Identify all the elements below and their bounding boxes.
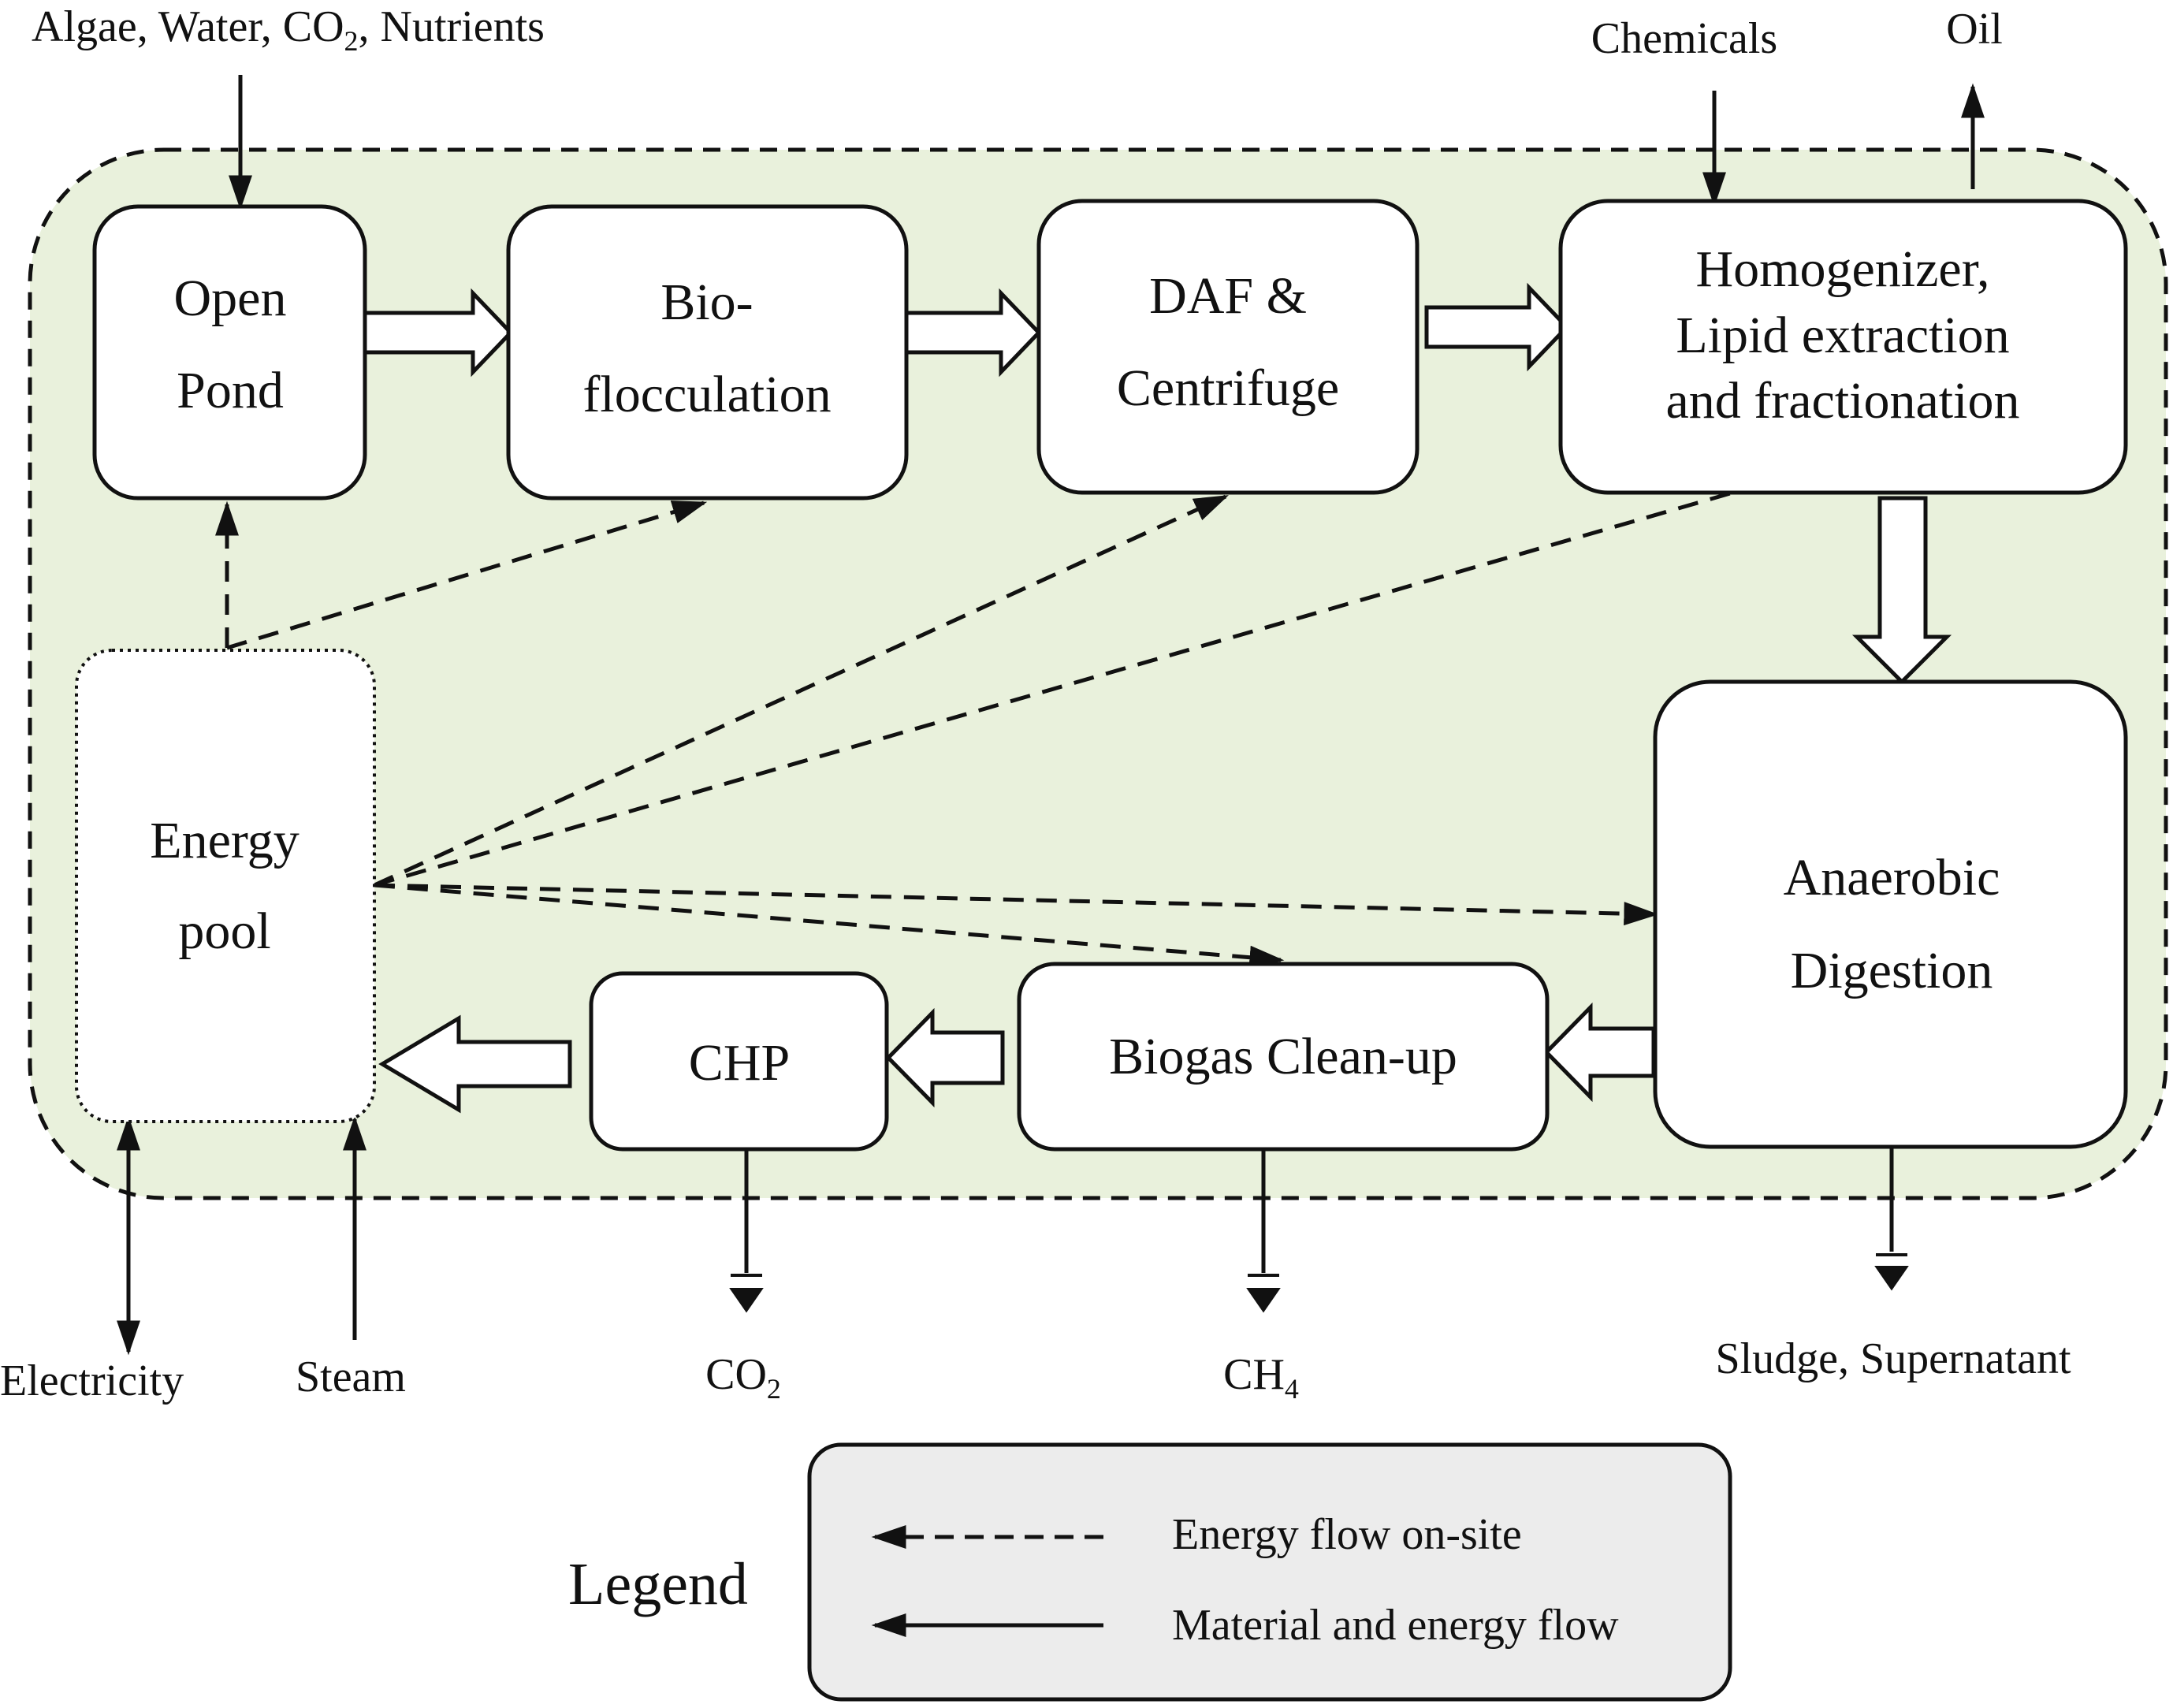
- anaerobic-digestion-box: [1653, 679, 2128, 1149]
- biogas-cleanup-label: Biogas Clean-up: [1109, 1028, 1457, 1085]
- energy-arrow-biogas: [374, 883, 1285, 969]
- homogenizer-label-line3: and fractionation: [1666, 372, 2020, 430]
- energy-pool-box: [75, 649, 376, 1123]
- open-pond-box: [92, 204, 367, 500]
- legend: Legend Energy flow on-site Material and …: [568, 1442, 1732, 1702]
- legend-title: Legend: [568, 1551, 748, 1617]
- co2-terminal-tip: [729, 1288, 764, 1313]
- label-steam: Steam: [296, 1353, 406, 1401]
- arrow-homogenizer-to-digestion: [1851, 496, 1952, 685]
- daf-label-line2: Centrifuge: [1117, 359, 1339, 417]
- energy-arrow-homogenizer: [374, 458, 1846, 887]
- energy-arrow-daf: [373, 494, 1230, 887]
- arrow-digestion-to-biogas: [1543, 1002, 1656, 1103]
- legend-solid-label: Material and energy flow: [1172, 1601, 1619, 1650]
- box-labels: Open Pond Bio- flocculation DAF & Centri…: [150, 240, 2019, 1092]
- output-label-ch4-sub: 4: [1285, 1373, 1299, 1405]
- output-label-co2-sub: 2: [767, 1373, 781, 1405]
- chp-box: [589, 971, 889, 1152]
- output-label-ch4: CH4: [1223, 1350, 1299, 1405]
- bioflocculation-label-line1: Bio-: [660, 274, 753, 331]
- anaerobic-digestion-label-line1: Anaerobic: [1784, 849, 2000, 906]
- output-label-co2: CO2: [705, 1350, 781, 1405]
- input-label-algae-prefix: Algae, Water, CO: [32, 2, 344, 51]
- output-label-sludge: Sludge, Supernatant: [1715, 1334, 2071, 1383]
- homogenizer-box: [1558, 199, 2128, 495]
- energy-arrow-digestion: [374, 883, 1659, 926]
- open-pond-label-line2: Pond: [177, 362, 284, 419]
- output-label-ch4-base: CH: [1223, 1350, 1285, 1399]
- ch4-terminal-tip: [1246, 1288, 1281, 1313]
- output-terminals: [729, 1253, 1909, 1313]
- bioflocculation-label-line2: flocculation: [582, 366, 831, 423]
- energy-pool-label-line1: Energy: [150, 812, 299, 869]
- biogas-cleanup-box: [1017, 962, 1550, 1152]
- homogenizer-label-line2: Lipid extraction: [1676, 307, 2009, 364]
- input-label-algae-sub: 2: [344, 25, 359, 57]
- legend-dashed-label: Energy flow on-site: [1172, 1510, 1522, 1559]
- output-label-oil: Oil: [1946, 5, 2003, 54]
- input-label-chemicals: Chemicals: [1591, 14, 1777, 63]
- arrow-chp-to-energy-pool: [378, 1014, 572, 1114]
- chp-label: CHP: [689, 1034, 790, 1092]
- process-boxes: [92, 199, 2128, 1152]
- daf-centrifuge-box: [1036, 199, 1420, 495]
- arrow-daf-to-homogenizer: [1424, 282, 1570, 372]
- label-electricity: Electricity: [0, 1356, 184, 1405]
- material-flow-arrows: [117, 75, 1985, 1356]
- anaerobic-digestion-label-line2: Digestion: [1791, 942, 1993, 999]
- energy-pool-label-line2: pool: [178, 902, 270, 960]
- homogenizer-label-line1: Homogenizer,: [1695, 240, 1989, 298]
- sludge-terminal-tip: [1874, 1266, 1909, 1291]
- legend-box: [807, 1442, 1732, 1702]
- bioflocculation-box: [506, 204, 909, 500]
- energy-flow-arrows: [215, 458, 1846, 969]
- arrow-pond-to-bioflocculation: [363, 288, 514, 378]
- input-label-algae-suffix: , Nutrients: [359, 2, 545, 51]
- io-labels: Algae, Water, CO2, Nutrients Chemicals O…: [0, 2, 2071, 1405]
- input-label-algae: Algae, Water, CO2, Nutrients: [32, 2, 545, 57]
- arrow-biogas-to-chp: [885, 1007, 1005, 1108]
- output-label-co2-base: CO: [705, 1350, 767, 1399]
- open-pond-label-line1: Open: [174, 270, 287, 327]
- energy-arrow-bioflocculation: [226, 500, 708, 650]
- daf-label-line1: DAF &: [1149, 267, 1307, 325]
